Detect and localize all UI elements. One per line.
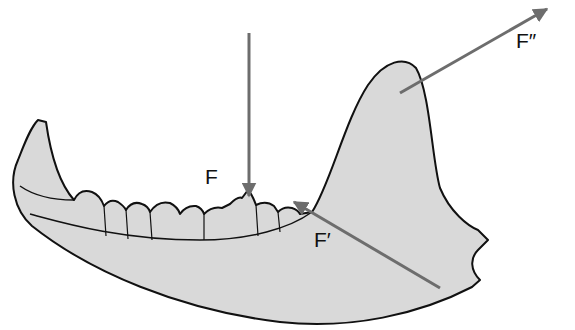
force-arrow — [294, 202, 440, 288]
tooth-divider — [104, 205, 280, 240]
force-arrow — [400, 9, 547, 93]
mandible-outline — [13, 61, 488, 324]
canine-line — [20, 186, 74, 200]
tooth-root-line — [30, 212, 312, 240]
force-arrow — [248, 33, 251, 196]
force-label: F — [205, 166, 218, 187]
force-label: F″ — [516, 30, 536, 51]
force-label: F′ — [314, 229, 331, 250]
